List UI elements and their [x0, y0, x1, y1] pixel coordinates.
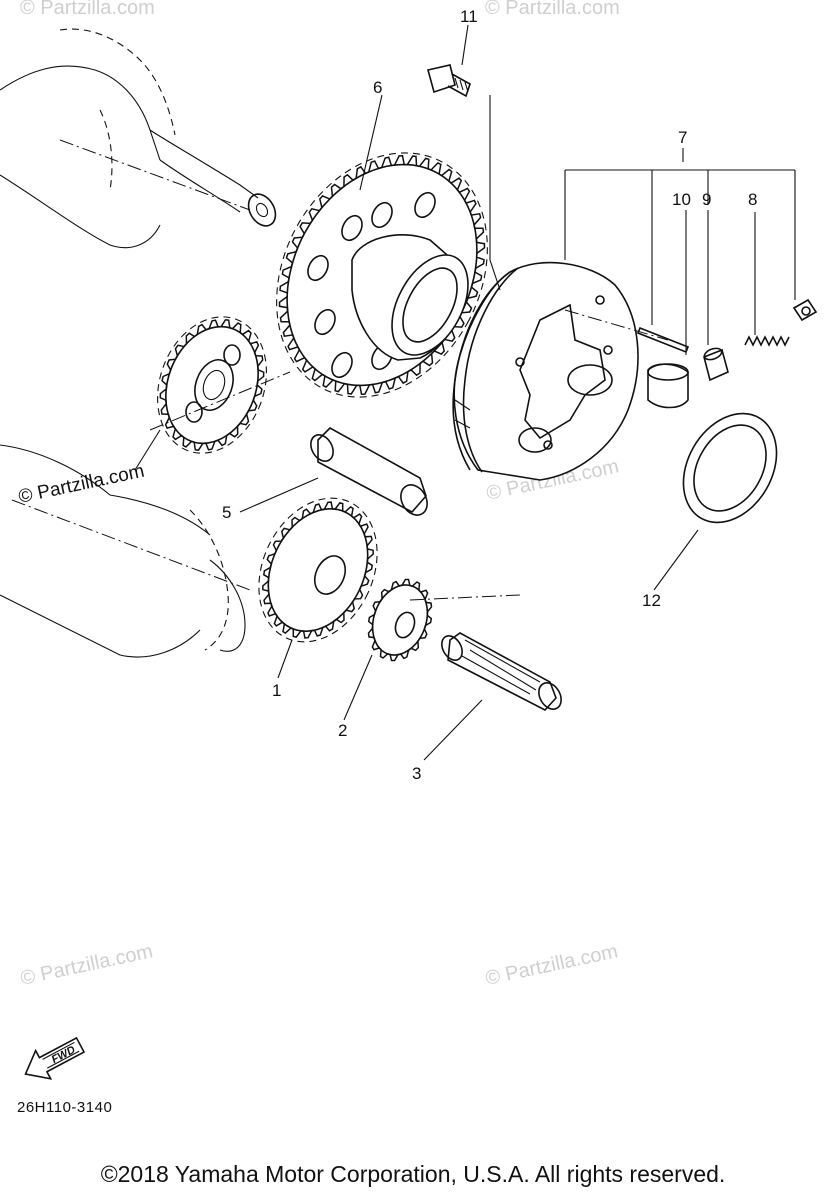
splined-shaft-3	[441, 632, 562, 711]
callout-7: 7	[678, 128, 687, 147]
copyright-notice: ©2018 Yamaha Motor Corporation, U.S.A. A…	[100, 1161, 726, 1187]
callout-8: 8	[748, 190, 757, 209]
starter-clutch-assembly	[452, 261, 669, 481]
gear-teeth	[262, 501, 374, 639]
shaft-5	[310, 427, 428, 516]
bolt-11	[427, 64, 501, 291]
gear-teeth	[367, 578, 433, 662]
cap-screw	[792, 298, 818, 322]
starter-wheel-gear	[276, 152, 488, 398]
watermark-bottom-left: © Partzilla.com	[18, 940, 154, 990]
roller	[647, 363, 689, 409]
diagram-code: 26H110-3140	[17, 1099, 113, 1116]
spring-8	[744, 335, 790, 347]
plunger-9	[703, 347, 729, 382]
leader-lines	[134, 24, 796, 761]
callout-3: 3	[412, 764, 421, 783]
callout-9: 9	[702, 190, 711, 209]
pin-10	[636, 326, 690, 354]
callout-2: 2	[338, 721, 347, 740]
callout-11: 11	[460, 7, 478, 26]
callout-10: 10	[672, 190, 691, 209]
callout-12: 12	[642, 591, 661, 610]
washer-12	[682, 412, 778, 524]
callout-1: 1	[272, 681, 281, 700]
callout-6: 6	[373, 78, 382, 97]
fwd-arrow-icon: FWD	[24, 1036, 86, 1080]
idle-gear-upper	[149, 316, 291, 454]
callout-5: 5	[222, 503, 231, 522]
gear-1	[258, 497, 378, 643]
watermark-top-left: © Partzilla.com	[20, 0, 155, 19]
watermark-main: © Partzilla.com	[17, 461, 147, 508]
watermark-bottom-right: © Partzilla.com	[483, 940, 619, 990]
crankshaft-reference	[0, 28, 277, 249]
gear-2	[367, 578, 521, 662]
starter-motor-reference	[0, 444, 251, 658]
watermark-top-right: © Partzilla.com	[485, 0, 620, 19]
